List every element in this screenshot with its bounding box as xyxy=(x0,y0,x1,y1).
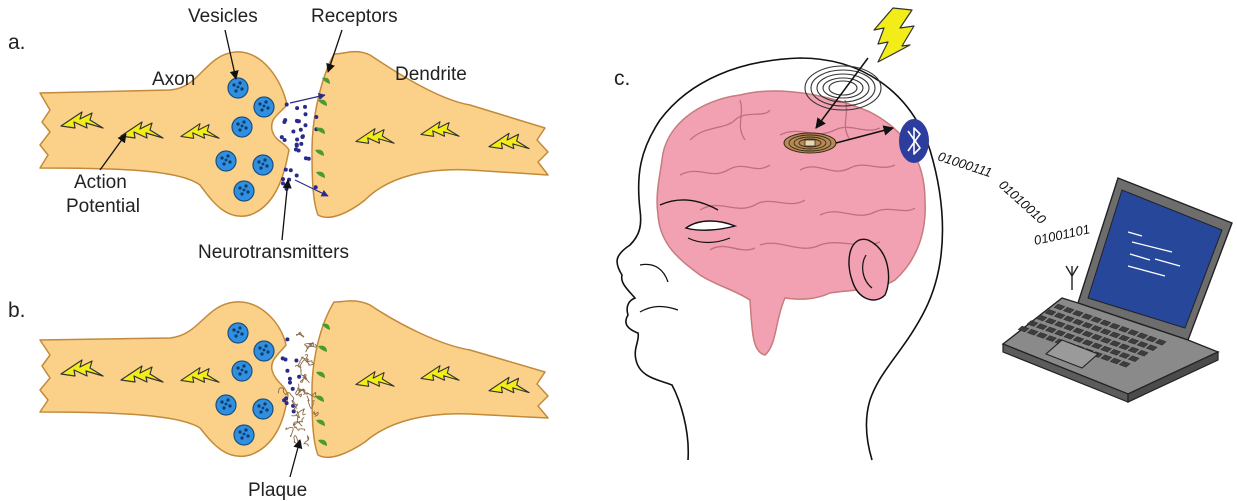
binary-stream-2: 01010010 xyxy=(996,177,1050,227)
plaque-pointer xyxy=(290,440,300,477)
vesicle-icon xyxy=(234,425,254,445)
neurotransmitter-dot xyxy=(301,134,305,138)
label-receptors: Receptors xyxy=(311,6,398,27)
lightning-bolt-icon xyxy=(874,8,914,62)
plaque-fiber xyxy=(293,423,304,431)
neurotransmitter-dot xyxy=(294,148,298,152)
antenna-icon xyxy=(1066,266,1078,290)
neurotransmitter-dot xyxy=(281,177,285,181)
label-neurotransmitters: Neurotransmitters xyxy=(198,242,349,263)
label-axon: Axon xyxy=(152,69,195,90)
bluetooth-icon xyxy=(899,119,929,163)
vesicle-icon xyxy=(228,78,248,98)
panel-a-label: a. xyxy=(8,31,26,54)
neurotransmitter-dot xyxy=(294,359,298,363)
neurotransmitter-dot xyxy=(281,181,285,185)
plaque-fiber xyxy=(291,414,302,426)
vesicle-icon xyxy=(253,399,273,419)
panel-c: c. xyxy=(614,8,1232,460)
neurotransmitter-dot xyxy=(285,103,289,107)
vesicle-icon xyxy=(232,117,252,137)
neurotransmitter-dot xyxy=(280,135,284,139)
neurotransmitter-dot xyxy=(283,138,287,142)
binary-stream-1: 01000111 xyxy=(936,149,994,181)
vesicle-icon xyxy=(254,341,274,361)
plaque-fiber xyxy=(300,355,308,372)
panel-a: a. xyxy=(8,6,548,263)
vesicle-icon xyxy=(232,361,252,381)
label-vesicles: Vesicles xyxy=(188,6,258,27)
panel-b: b. Plaque xyxy=(8,299,548,501)
plaque-fiber xyxy=(301,370,310,383)
neurotransmitter-dot xyxy=(296,119,300,123)
neurotransmitter-dot xyxy=(281,356,285,360)
neurotransmitter-dot xyxy=(295,138,299,142)
neurotransmitter-dot xyxy=(295,143,299,147)
neurotransmitter-dot xyxy=(288,377,292,381)
vesicle-icon xyxy=(228,323,248,343)
label-action: Action xyxy=(74,172,127,193)
vesicle-icon xyxy=(254,97,274,117)
panel-b-label: b. xyxy=(8,299,26,322)
label-potential: Potential xyxy=(66,196,140,217)
plaque-fiber xyxy=(304,436,309,447)
neurotransmitter-dot xyxy=(295,174,299,178)
vesicle-icon xyxy=(216,151,236,171)
label-dendrite: Dendrite xyxy=(395,64,467,85)
neurotransmitter-dot xyxy=(285,337,289,341)
neurotransmitter-dot xyxy=(303,105,307,109)
vesicle-icon xyxy=(234,181,254,201)
neurotransmitter-dot xyxy=(304,156,308,160)
nostril xyxy=(640,264,668,282)
neurotransmitter-dot xyxy=(299,128,303,132)
neurotransmitter-dot xyxy=(285,369,289,373)
neurotransmitter-dot xyxy=(304,123,308,127)
binary-stream-3: 01001101 xyxy=(1033,221,1092,247)
neurotransmitter-dot xyxy=(288,381,292,385)
label-plaque: Plaque xyxy=(248,480,307,501)
vesicle-icon xyxy=(216,395,236,415)
neurotransmitter-dot xyxy=(295,106,299,110)
neurotransmitter-dot xyxy=(304,112,308,116)
neurotransmitter-dot xyxy=(283,118,287,122)
plaque-fiber xyxy=(286,427,294,436)
neurotransmitter-dot xyxy=(297,375,301,379)
neurotransmitter-dot xyxy=(299,142,303,146)
neurotransmitter-dot xyxy=(289,168,293,172)
neurotransmitter-dot xyxy=(282,398,286,402)
neurotransmitter-dot xyxy=(314,115,318,119)
plaque-fiber xyxy=(296,332,304,337)
mouth xyxy=(640,306,678,312)
vesicle-icon xyxy=(253,155,273,175)
implant-coil-icon xyxy=(784,133,836,153)
neurotransmitter-dot xyxy=(284,168,288,172)
neurotransmitter-dot xyxy=(291,130,295,134)
panel-c-label: c. xyxy=(614,67,630,90)
neurotransmitter-dot xyxy=(291,387,295,391)
